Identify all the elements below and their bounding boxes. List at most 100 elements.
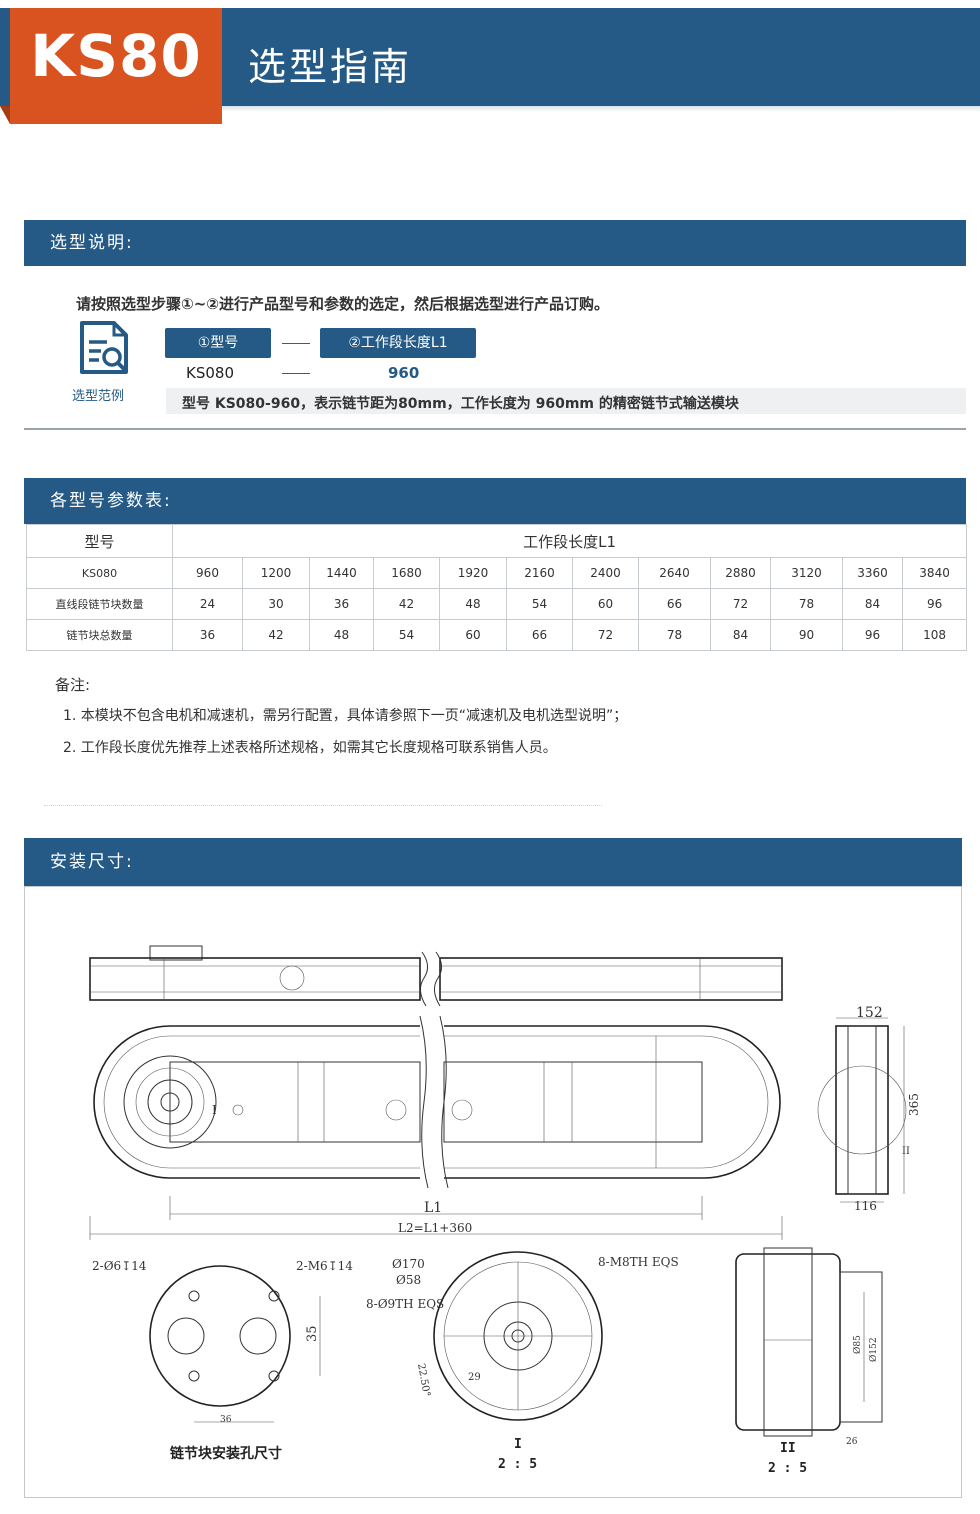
table-cell: 66 xyxy=(638,588,711,620)
table-row-label: KS080 xyxy=(26,557,173,589)
parameter-table: 型号 工作段长度L1 KS080 960 1200 1440 1680 1920… xyxy=(26,524,968,651)
table-cell: 60 xyxy=(439,619,507,651)
model-box xyxy=(10,8,222,124)
table-cell: 96 xyxy=(901,588,968,620)
section-params-title: 各型号参数表: xyxy=(24,478,966,524)
table-cell: 48 xyxy=(309,619,374,651)
caption-scale-i: 2 : 5 xyxy=(498,1457,537,1472)
dim-l1: L1 xyxy=(424,1200,442,1216)
header-shadow xyxy=(0,106,980,112)
table-cell: 42 xyxy=(373,588,440,620)
caption-view-ii: II xyxy=(780,1441,796,1456)
dim-angle-1: 22.50° xyxy=(415,1363,432,1398)
dim-width-bottom: 116 xyxy=(854,1199,877,1213)
installation-drawing: I L1 L2=L1+360 152 116 365 II 2-Ø6↧14 xyxy=(89,945,921,1476)
table-cell: 72 xyxy=(572,619,639,651)
dim-m8: 8-M8TH EQS xyxy=(598,1255,679,1269)
length-dimensions: L1 L2=L1+360 xyxy=(89,1196,783,1240)
table-row: 链节块总数量 36 42 48 54 60 66 72 78 84 90 96 … xyxy=(26,619,968,651)
dim-35: 35 xyxy=(305,1325,320,1342)
table-cell: 36 xyxy=(309,588,374,620)
table-cell: 84 xyxy=(842,588,903,620)
dim-l2: L2=L1+360 xyxy=(398,1221,472,1235)
table-cell: 42 xyxy=(242,619,310,651)
view-ii-detail: Ø85 Ø152 26 II 2 : 5 xyxy=(735,1247,883,1476)
table-cell: 60 xyxy=(572,588,639,620)
example-description: 型号 KS080-960，表示链节距为80mm，工作长度为 960mm 的精密链… xyxy=(182,396,739,412)
section-install-title: 安装尺寸: xyxy=(24,838,962,886)
dim-hole-right: 2-M6↧14 xyxy=(296,1259,353,1273)
table-model-header: 型号 xyxy=(26,524,173,558)
table-length-header: 工作段长度L1 xyxy=(171,524,968,558)
example-description-bar xyxy=(166,388,966,414)
drawing-frame xyxy=(24,886,962,1498)
caption-chain-block: 链节块安装孔尺寸 xyxy=(170,1445,282,1462)
view-i-detail: Ø170 Ø58 8-M8TH EQS 8-Ø9TH EQS 22.50° 29… xyxy=(366,1251,679,1472)
document-search-icon xyxy=(80,321,128,374)
dim-d9: 8-Ø9TH EQS xyxy=(366,1297,444,1311)
dim-angle-2: 29 xyxy=(468,1372,481,1383)
table-row-label: 链节块总数量 xyxy=(26,619,173,651)
table-cell: 1200 xyxy=(242,557,310,589)
dim-d170: Ø170 xyxy=(392,1257,425,1271)
table-cell: 48 xyxy=(439,588,507,620)
section-divider xyxy=(24,428,966,430)
table-cell: 1680 xyxy=(373,557,440,589)
table-cell: 3840 xyxy=(901,557,968,589)
table-cell: 2160 xyxy=(506,557,573,589)
table-cell: 2880 xyxy=(710,557,771,589)
dim-width-top: 152 xyxy=(856,1005,883,1021)
dim-hole-left: 2-Ø6↧14 xyxy=(92,1259,147,1273)
table-cell: 96 xyxy=(842,619,903,651)
table-row: KS080 960 1200 1440 1680 1920 2160 2400 … xyxy=(26,557,968,589)
dim-d58: Ø58 xyxy=(396,1273,421,1287)
table-row-label: 直线段链节块数量 xyxy=(26,588,173,620)
table-cell: 3120 xyxy=(770,557,843,589)
table-cell: 1920 xyxy=(439,557,507,589)
dim-height: 365 xyxy=(907,1093,921,1116)
table-cell: 84 xyxy=(710,619,771,651)
step-connector xyxy=(282,343,310,344)
table-cell: 72 xyxy=(710,588,771,620)
model-box-fold xyxy=(0,106,10,124)
table-row: 直线段链节块数量 24 30 36 42 48 54 60 66 72 78 8… xyxy=(26,588,968,620)
dim-26: 26 xyxy=(846,1437,858,1447)
table-cell: 78 xyxy=(770,588,843,620)
table-cell: 78 xyxy=(638,619,711,651)
table-cell: 30 xyxy=(242,588,310,620)
table-cell: 2400 xyxy=(572,557,639,589)
note-item: 1. 本模块不包含电机和减速机，需另行配置，具体请参照下一页“减速机及电机选型说… xyxy=(63,708,628,724)
table-cell: 108 xyxy=(901,619,968,651)
table-cell: 54 xyxy=(506,588,573,620)
model-title: KS80 xyxy=(30,22,202,90)
table-cell: 1440 xyxy=(309,557,374,589)
table-cell: 36 xyxy=(172,619,243,651)
step-model-pill: ①型号 xyxy=(165,328,271,358)
dim-d85: Ø85 xyxy=(852,1335,863,1354)
view-i-marker: I xyxy=(212,1103,217,1117)
front-view: I xyxy=(93,1015,781,1189)
table-cell: 2640 xyxy=(638,557,711,589)
dim-36: 36 xyxy=(220,1415,232,1425)
notes-title: 备注: xyxy=(55,676,91,694)
caption-view-i: I xyxy=(514,1437,522,1452)
example-connector xyxy=(282,373,310,374)
example-model-value: KS080 xyxy=(186,364,234,382)
top-view xyxy=(89,945,783,1007)
chain-block-detail: 2-Ø6↧14 2-M6↧14 35 36 链节块安装孔尺寸 xyxy=(92,1259,353,1462)
table-cell: 3360 xyxy=(842,557,903,589)
section-selection-title: 选型说明: xyxy=(24,220,966,266)
step-length-pill: ②工作段长度L1 xyxy=(320,328,476,358)
side-view: 152 116 365 II xyxy=(817,1005,921,1213)
dotted-divider xyxy=(44,805,602,806)
selection-instruction: 请按照选型步骤①~②进行产品型号和参数的选定，然后根据选型进行产品订购。 xyxy=(76,295,609,313)
table-cell: 90 xyxy=(770,619,843,651)
view-ii-marker: II xyxy=(902,1146,910,1157)
selection-example-label: 选型范例 xyxy=(72,389,125,404)
note-item: 2. 工作段长度优先推荐上述表格所述规格，如需其它长度规格可联系销售人员。 xyxy=(63,740,557,756)
table-cell: 960 xyxy=(172,557,243,589)
example-length-value: 960 xyxy=(388,364,420,382)
table-cell: 24 xyxy=(172,588,243,620)
caption-scale-ii: 2 : 5 xyxy=(768,1461,807,1476)
table-cell: 54 xyxy=(373,619,440,651)
